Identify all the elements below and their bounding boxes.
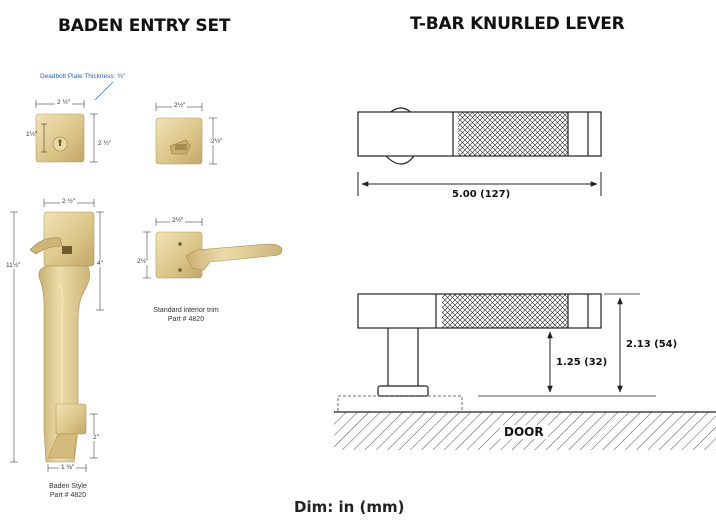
left-title: BADEN ENTRY SET [58,16,231,36]
door-label: DOOR [500,425,548,439]
right-title: T-BAR KNURLED LEVER [410,14,625,34]
deadbolt-hole-dimension [41,123,47,153]
deadbolt-note-leader [94,81,114,101]
deadbolt-height-dimension [90,113,98,163]
handleset-caption-line1: Baden Style [49,483,87,490]
interior-caption: Standard interior trim Part # 4820 [138,306,234,324]
handleset-caption: Baden Style Part # 4820 [32,482,104,500]
handleset-caption-line2: Part # 4820 [49,492,87,499]
lever-length-label: 5.00 (127) [452,189,511,200]
thumb-turn-width-label: 2½" [172,102,188,109]
post-height-label: 1.25 (32) [556,357,608,368]
interior-width-label: 2½" [170,217,186,224]
handleset-width-label: 2 ½" [60,198,78,205]
lever-side-view [357,293,602,397]
deadbolt-note: Deadbolt Plate Thickness: ⅜" [40,73,125,80]
post-height-dimension [478,331,656,397]
handleset-overall-height-dimension [10,211,18,463]
deadbolt-hole-label: 1½" [26,131,38,138]
deadbolt-height-label: 2 ½" [98,140,112,147]
thumb-turn-plate [155,117,203,165]
lever-top-view [357,107,602,165]
handleset-bottom-label: 2" [93,434,99,441]
handleset-image [29,211,95,463]
interior-height-label: 2½" [137,258,149,265]
interior-caption-line2: Part # 4820 [167,316,205,323]
lever-height-dimension [604,293,640,393]
lever-height-label: 2.13 (54) [626,339,678,350]
thumb-turn-height-label: 2½" [211,138,223,145]
deadbolt-plate [35,113,85,163]
lever-length-dimension [357,172,602,196]
handleset-mid-label: 4" [97,260,103,267]
handleset-base-label: 1 ⅜" [59,464,77,471]
rose-outline [337,395,463,413]
deadbolt-width-label: 2 ½" [55,99,73,106]
interior-height-dimension [143,231,151,279]
interior-trim-image [155,231,283,279]
interior-caption-line1: Standard interior trim [153,307,219,314]
handleset-overall-height-label: 11½" [6,262,21,269]
dimension-units-note: Dim: in (mm) [294,498,405,516]
